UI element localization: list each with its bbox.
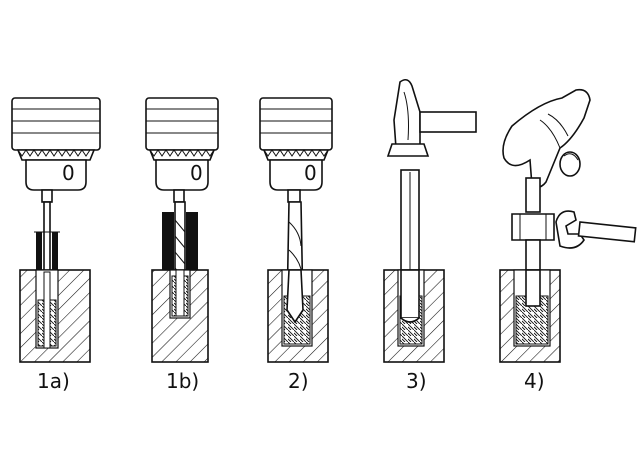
step-label: 4) [524,369,545,393]
hammer-icon [386,78,477,157]
workpiece-block-icon [151,269,209,363]
step-3: 3) [383,78,477,393]
chuck-mark: 0 [190,161,203,185]
step-label: 2) [288,369,309,393]
extractor-bit-icon [43,201,51,273]
drill-chuck-icon: 0 [145,97,219,203]
drill-chuck-icon: 0 [11,97,101,203]
drill-guide-sleeve-icon [34,231,60,290]
workpiece-block-icon [383,269,445,363]
step-2: 0 2) [259,97,333,393]
tap-wrench-icon [511,177,555,241]
drill-chuck-icon: 0 [259,97,333,203]
hand-icon [502,88,591,189]
step-1b: 0 1b) [145,97,219,393]
step-1a: 0 1a) [11,97,101,393]
workpiece-block-icon [19,269,91,363]
step-label: 1a) [37,369,70,393]
chuck-mark: 0 [304,161,317,185]
chuck-mark: 0 [62,161,75,185]
step-label: 1b) [166,369,199,393]
open-end-wrench-icon [555,210,637,249]
step-4: 4) [499,88,637,393]
workpiece-block-icon [499,269,561,363]
drill-guide-sleeve-icon [162,212,198,270]
workpiece-block-icon [267,269,329,363]
step-label: 3) [406,369,427,393]
